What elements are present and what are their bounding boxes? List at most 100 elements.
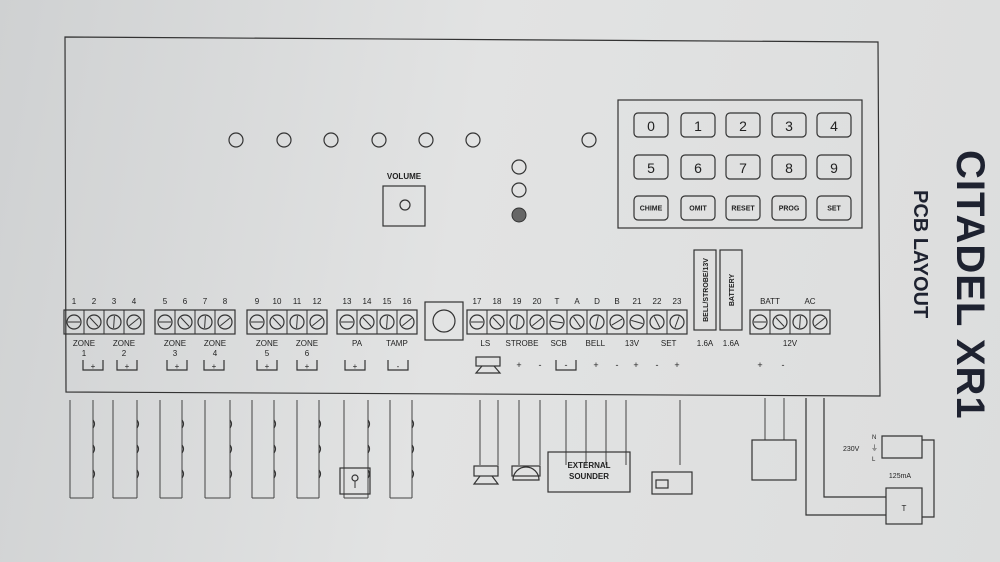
keypad-key-label: RESET — [731, 206, 755, 213]
switch-contact — [229, 444, 233, 454]
terminal-number: 6 — [183, 297, 188, 306]
terminal-label: 13V — [625, 339, 640, 348]
speaker-icon — [475, 356, 501, 367]
polarity-sign: + — [516, 360, 521, 370]
screw-slot — [312, 317, 322, 327]
screw-slot — [113, 315, 115, 329]
switch-contact — [367, 419, 371, 429]
led-indicator — [418, 132, 434, 148]
screw-slot — [815, 317, 825, 327]
mains-wire — [805, 398, 886, 516]
switch-contact — [92, 419, 96, 429]
keypad-outline — [617, 99, 863, 229]
volume-knob — [399, 199, 411, 211]
fuse-holder — [719, 249, 743, 331]
polarity-sign: + — [757, 360, 762, 370]
switch-contact — [318, 469, 322, 479]
keypad-key-2 — [725, 112, 761, 138]
keypad-key-label: 6 — [694, 160, 702, 176]
terminal-number: AC — [804, 297, 815, 306]
terminal-screw — [509, 314, 525, 330]
polarity-bracket — [344, 360, 366, 371]
terminal-number: B — [614, 297, 619, 306]
terminal-screw — [177, 314, 193, 330]
terminal-screw — [792, 314, 808, 330]
led-indicator — [228, 132, 244, 148]
polarity-sign: - — [656, 360, 659, 370]
fuse-label: BATTERY — [729, 274, 736, 307]
keypad-key-label: 5 — [647, 160, 655, 176]
terminal-number: 10 — [273, 297, 282, 306]
polarity-bracket — [82, 360, 104, 371]
screw-slot — [386, 315, 388, 329]
polarity-sign: - — [539, 360, 542, 370]
brand-model: XR1 — [948, 338, 992, 420]
screw-slot — [674, 316, 680, 328]
tamper-switch — [424, 301, 464, 341]
fuse-label: BELL/STROBE/13V — [703, 258, 710, 322]
terminal-screw — [339, 314, 355, 330]
switch-contact — [92, 469, 96, 479]
terminal-number: BATT — [760, 297, 780, 306]
polarity-bracket — [296, 360, 318, 371]
terminal-label: ZONE — [204, 339, 226, 348]
mains-voltage: 230V — [843, 446, 860, 453]
terminal-number: 15 — [383, 297, 392, 306]
pcb-layout-title: PCB LAYOUT — [909, 190, 931, 319]
keypad-key-9 — [816, 154, 852, 180]
screw-slot — [204, 315, 206, 329]
terminal-screw — [197, 314, 213, 330]
mains-fuse: 125mA — [889, 473, 912, 480]
terminal-screw — [399, 314, 415, 330]
terminal-number: 4 — [132, 297, 137, 306]
terminal-number: 23 — [673, 297, 682, 306]
terminal-screw — [752, 314, 768, 330]
board-outline — [64, 36, 881, 397]
keypad-key-reset — [725, 195, 761, 221]
led-indicator — [511, 159, 527, 175]
switch-contact — [229, 469, 233, 479]
set-indicator — [651, 471, 693, 495]
switch-contact — [318, 419, 322, 429]
terminal-screw — [609, 314, 625, 330]
screw-slot — [272, 317, 282, 327]
polarity-sign: + — [265, 362, 270, 371]
external-sounder-label: SOUNDER — [569, 472, 609, 481]
polarity-sign: + — [91, 362, 96, 371]
keypad-key-label: 2 — [739, 118, 747, 134]
volume-pot — [382, 185, 426, 227]
terminal-screw — [86, 314, 102, 330]
terminal-label: ZONE — [113, 339, 135, 348]
terminal-screw — [489, 314, 505, 330]
switch-contact — [273, 469, 277, 479]
switch-contact — [411, 444, 415, 454]
screw-slot — [220, 317, 230, 327]
terminal-label: SCB — [550, 339, 566, 348]
led-indicator — [323, 132, 339, 148]
terminal-number: 19 — [513, 297, 522, 306]
keypad-key-5 — [633, 154, 669, 180]
keypad-key-label: PROG — [779, 206, 800, 213]
strobe-icon — [511, 465, 541, 477]
keypad-key-label: 8 — [785, 160, 793, 176]
keypad-key-7 — [725, 154, 761, 180]
switch-contact — [181, 419, 185, 429]
terminal-number: 11 — [293, 297, 302, 306]
terminal-screw — [217, 314, 233, 330]
terminal-number: 16 — [403, 297, 412, 306]
screw-slot — [595, 316, 599, 328]
keypad-key-8 — [771, 154, 807, 180]
pa-icon — [351, 474, 359, 482]
zone-number: 6 — [305, 349, 310, 358]
polarity-sign: - — [782, 360, 785, 370]
terminal-screw — [589, 314, 605, 330]
keypad-key-label: 0 — [647, 118, 655, 134]
terminal-label: 12V — [783, 339, 798, 348]
led-indicator — [511, 182, 527, 198]
polarity-sign: + — [125, 362, 130, 371]
fuse-holder — [693, 249, 717, 331]
polarity-bracket — [116, 360, 138, 371]
keypad-key-label: OMIT — [689, 206, 707, 213]
screw-slot — [550, 320, 564, 324]
